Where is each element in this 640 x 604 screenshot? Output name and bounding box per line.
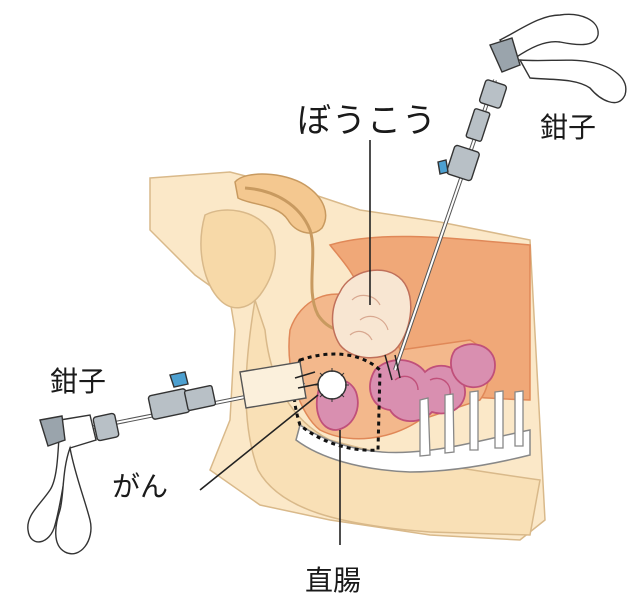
leader-lines — [199, 140, 371, 545]
right-forceps — [384, 13, 627, 381]
intestine-loops — [369, 359, 466, 423]
sacrum — [295, 423, 531, 473]
left-forceps — [27, 361, 319, 555]
bladder — [331, 269, 412, 359]
vertebrae — [419, 390, 524, 457]
thigh — [200, 209, 276, 309]
trocar-sleeve — [239, 361, 307, 409]
rectum-label: 直腸 — [305, 564, 362, 597]
intestine-right — [450, 343, 496, 389]
forceps-right-label: 鉗子 — [540, 111, 597, 144]
bladder-label: ぼうこう — [297, 101, 437, 141]
forceps-left-label: 鉗子 — [50, 365, 107, 398]
cancer-label: がん — [112, 470, 169, 503]
lower-body — [245, 299, 541, 536]
